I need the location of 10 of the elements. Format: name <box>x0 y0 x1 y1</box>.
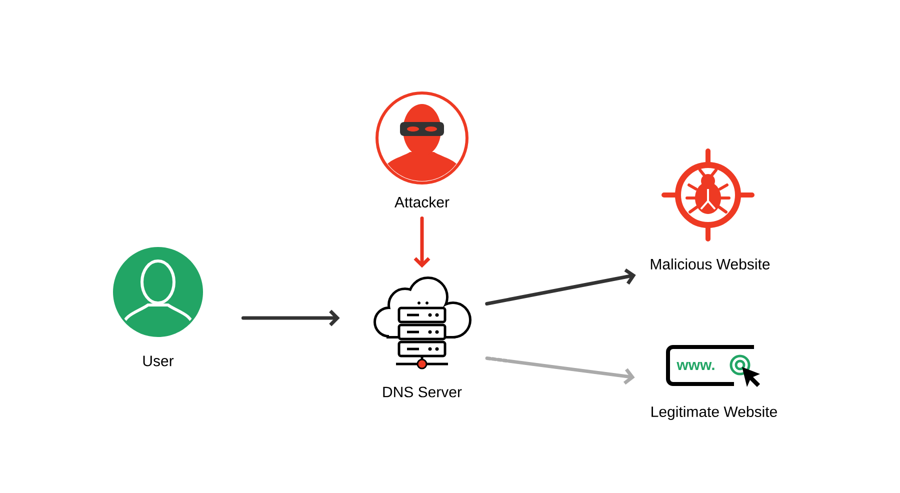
arrow <box>241 310 340 326</box>
arrow <box>485 356 635 385</box>
node-label: DNS Server <box>383 386 462 398</box>
url-text: www. <box>676 362 714 370</box>
node-label: Malicious Website <box>650 258 770 270</box>
node-label: Attacker <box>394 196 450 208</box>
node-label: Legitimate Website <box>652 406 777 420</box>
arrow <box>414 216 430 268</box>
node-label: User <box>143 356 174 366</box>
arrow <box>485 268 636 306</box>
